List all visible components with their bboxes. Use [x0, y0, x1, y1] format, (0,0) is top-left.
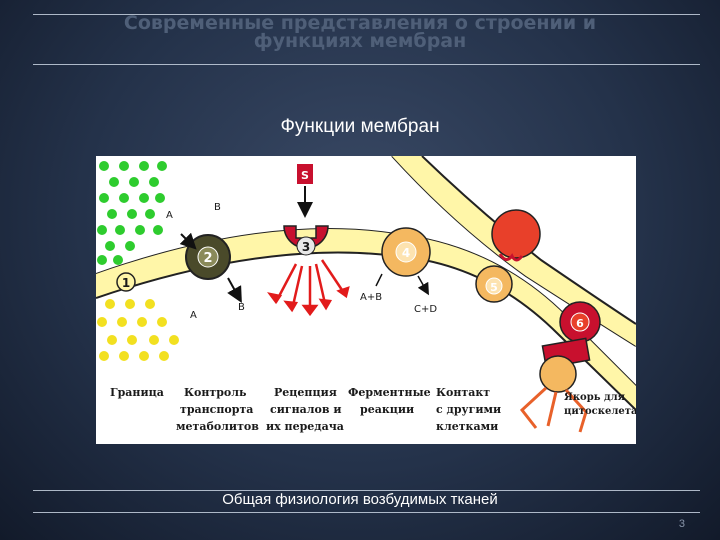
- particle-dot: [119, 351, 129, 361]
- label-cd: C+D: [414, 304, 437, 315]
- svg-text:Контакт: Контакт: [436, 386, 490, 399]
- svg-text:Граница: Граница: [110, 386, 164, 399]
- contact-partner: [491, 209, 541, 259]
- particle-dot: [97, 255, 107, 265]
- caption-reception: Рецепция сигналов и их передача: [266, 386, 344, 433]
- page-number: 3: [678, 518, 685, 530]
- particle-dot: [125, 241, 135, 251]
- particle-dot: [99, 161, 109, 171]
- cytoskeleton-filaments: [519, 386, 588, 433]
- particle-dot: [105, 241, 115, 251]
- particle-dot: [169, 335, 179, 345]
- svg-text:метаболитов: метаболитов: [176, 420, 259, 433]
- particle-dot: [99, 351, 109, 361]
- title-underline: [33, 64, 700, 65]
- label-b-bottom: B: [238, 302, 245, 313]
- particle-dot: [119, 161, 129, 171]
- arrow-b-bottom: [227, 277, 242, 303]
- intracellular-particles: [97, 299, 179, 361]
- marker-5-badge: [485, 277, 503, 295]
- particle-dot: [157, 161, 167, 171]
- particle-dot: [135, 225, 145, 235]
- label-ab: A+B: [360, 292, 382, 303]
- marker-4-badge: [395, 241, 417, 263]
- particle-dot: [127, 209, 137, 219]
- arrow-cd: [417, 275, 429, 296]
- footer-text: Общая физиология возбудимых тканей: [222, 491, 498, 508]
- svg-text:Якорь для: Якорь для: [564, 392, 626, 403]
- particle-dot: [125, 299, 135, 309]
- membrane-functions-figure: 1 2 A B A B S 3 4 A+B C+D: [96, 156, 636, 444]
- signal-transduction-arrows: [267, 259, 350, 317]
- particle-dot: [149, 177, 159, 187]
- particle-dot: [139, 351, 149, 361]
- membrane-diagram: 1 2 A B A B S 3 4 A+B C+D: [96, 156, 636, 433]
- particle-dot: [129, 177, 139, 187]
- particle-dot: [97, 317, 107, 327]
- particle-dot: [115, 225, 125, 235]
- marker-6-badge: [570, 312, 590, 332]
- marker-5-label: 5: [490, 281, 498, 294]
- caption-transport: Контроль транспорта метаболитов: [176, 386, 259, 433]
- marker-3-badge: [296, 236, 316, 256]
- particle-dot: [159, 351, 169, 361]
- bottom-rule: [33, 512, 700, 513]
- footer-rule: [33, 490, 700, 491]
- particle-dot: [137, 317, 147, 327]
- caption-anchor: Якорь для цитоскелета: [564, 392, 636, 417]
- svg-text:реакции: реакции: [360, 403, 414, 416]
- marker-4-label: 4: [402, 246, 410, 260]
- svg-text:цитоскелета: цитоскелета: [564, 406, 636, 417]
- label-b-top: B: [214, 202, 221, 213]
- marker-3-label: 3: [302, 240, 310, 254]
- particle-dot: [97, 225, 107, 235]
- anchor-lower: [539, 355, 577, 393]
- particle-dot: [99, 193, 109, 203]
- svg-text:Ферментные: Ферментные: [348, 386, 431, 399]
- extracellular-particles: [97, 161, 167, 265]
- particle-dot: [109, 177, 119, 187]
- svg-text:сигналов и: сигналов и: [270, 403, 342, 416]
- particle-dot: [117, 317, 127, 327]
- particle-dot: [149, 335, 159, 345]
- marker-2-label: 2: [203, 251, 212, 266]
- particle-dot: [145, 299, 155, 309]
- particle-dot: [119, 193, 129, 203]
- label-a-top: A: [166, 210, 173, 221]
- svg-text:клетками: клетками: [436, 420, 498, 433]
- svg-text:их передача: их передача: [266, 420, 344, 433]
- marker-2-badge: [197, 246, 219, 268]
- marker-1-boundary: [116, 272, 136, 292]
- top-rule: [33, 14, 700, 15]
- particle-dot: [107, 335, 117, 345]
- svg-text:транспорта: транспорта: [180, 403, 253, 416]
- svg-text:Рецепция: Рецепция: [274, 386, 337, 399]
- arrow-a-top: [179, 232, 197, 250]
- neighbour-membrane-edge-b: [421, 156, 636, 325]
- signal-molecule: [297, 164, 313, 184]
- particle-dot: [153, 225, 163, 235]
- particle-dot: [145, 209, 155, 219]
- particle-dot: [157, 317, 167, 327]
- svg-text:Контроль: Контроль: [184, 386, 247, 399]
- label-a-bottom: A: [190, 310, 197, 321]
- caption-contact: Контакт с другими клетками: [436, 386, 501, 433]
- particle-dot: [127, 335, 137, 345]
- marker-6-label: 6: [576, 317, 584, 330]
- caption-enzymes: Ферментные реакции: [348, 386, 431, 416]
- particle-dot: [139, 193, 149, 203]
- particle-dot: [107, 209, 117, 219]
- particle-dot: [113, 255, 123, 265]
- marker-1-label: 1: [122, 276, 130, 290]
- particle-dot: [139, 161, 149, 171]
- arrow-ab: [375, 273, 383, 287]
- signal-label: S: [301, 169, 309, 182]
- slide-title: Современные представления о строении и ф…: [123, 12, 597, 52]
- caption-boundary: Граница: [110, 386, 164, 399]
- particle-dot: [155, 193, 165, 203]
- svg-text:с другими: с другими: [436, 403, 501, 416]
- contact-link: [498, 253, 524, 262]
- figure-heading: Функции мембран: [280, 116, 440, 137]
- particle-dot: [105, 299, 115, 309]
